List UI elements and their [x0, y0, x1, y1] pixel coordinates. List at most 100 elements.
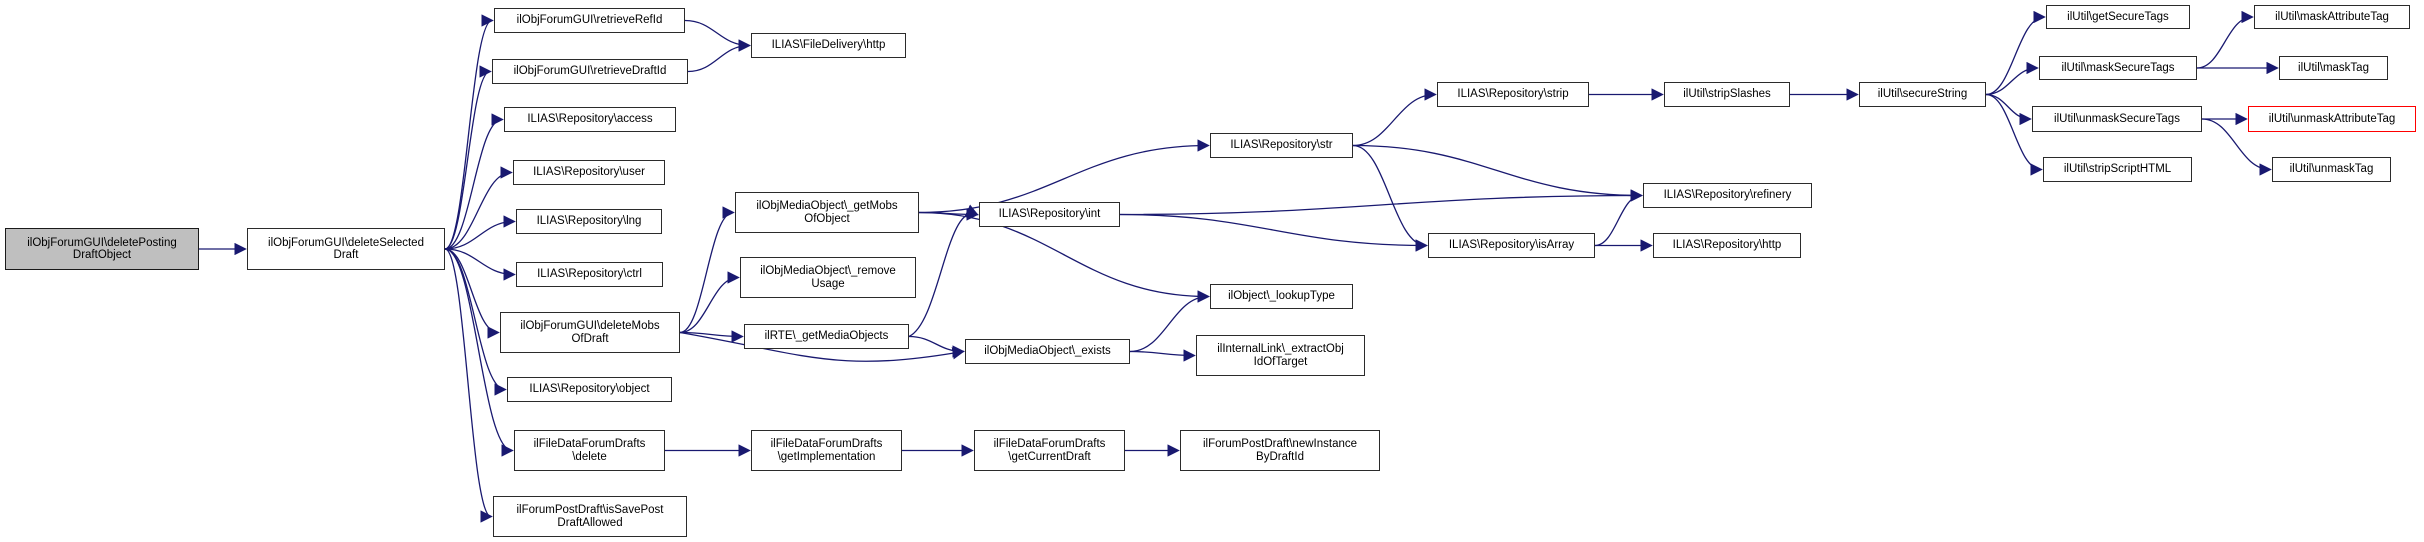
- node-label: ilUtil\unmaskTag: [2289, 163, 2374, 176]
- node-unmaskTag[interactable]: ilUtil\unmaskTag: [2272, 157, 2391, 182]
- node-repoLng[interactable]: ILIAS\Repository\lng: [516, 209, 662, 234]
- node-label: ILIAS\Repository\refinery: [1663, 189, 1792, 202]
- node-label: ilFileDataForumDrafts: [993, 438, 1106, 450]
- node-mobExists[interactable]: ilObjMediaObject\_exists: [965, 339, 1130, 364]
- node-label: OfDraft: [571, 332, 609, 345]
- node-secureString[interactable]: ilUtil\secureString: [1859, 82, 1986, 107]
- node-getCurrentDraft[interactable]: ilFileDataForumDrafts\getCurrentDraft: [974, 430, 1125, 471]
- edge-repoStr-to-repoRefinery: [1352, 144, 1643, 202]
- node-maskTag[interactable]: ilUtil\maskTag: [2279, 56, 2388, 80]
- edge-deleteSelectedDraft-to-deleteMobsOfDraft: [444, 248, 500, 339]
- node-label: ilObjMediaObject\_exists: [984, 345, 1111, 358]
- node-label: ILIAS\Repository\isArray: [1448, 239, 1575, 252]
- node-label: ilUtil\stripScriptHTML: [2063, 163, 2172, 176]
- edge-retrieveDraftId-to-fileDeliveryHttp: [687, 39, 751, 73]
- node-label: ILIAS\Repository\user: [533, 166, 645, 179]
- edge-getMediaObjects-to-mobExists: [908, 335, 965, 358]
- node-label: ILIAS\FileDelivery\http: [771, 39, 886, 52]
- node-stripScriptHTML[interactable]: ilUtil\stripScriptHTML: [2043, 157, 2192, 182]
- node-label: ByDraftId: [1256, 450, 1304, 463]
- node-repoCtrl[interactable]: ILIAS\Repository\ctrl: [516, 262, 663, 287]
- edge-deleteMobsOfDraft-to-mobExists: [679, 331, 965, 362]
- node-label: ilObjForumGUI\deleteMobs: [520, 320, 660, 332]
- edge-deleteSelectedDraft-to-retrieveDraftId: [444, 65, 492, 250]
- edge-deleteSelectedDraft-to-repoAccess: [444, 113, 504, 250]
- node-getImplementation[interactable]: ilFileDataForumDrafts\getImplementation: [751, 430, 902, 471]
- node-stripSlashes[interactable]: ilUtil\stripSlashes: [1664, 82, 1790, 107]
- edge-deleteMobsOfDraft-to-getMediaObjects: [679, 330, 744, 343]
- node-label: ilUtil\maskTag: [2298, 61, 2369, 74]
- node-repoStrip[interactable]: ILIAS\Repository\strip: [1437, 82, 1589, 107]
- edge-mobExists-to-lookupType: [1129, 290, 1210, 353]
- node-retrieveDraftId[interactable]: ilObjForumGUI\retrieveDraftId: [492, 59, 688, 84]
- node-label: ILIAS\Repository\str: [1230, 139, 1333, 152]
- node-repoStr[interactable]: ILIAS\Repository\str: [1210, 133, 1353, 158]
- node-label: ilObjForumGUI\deleteSelected: [268, 236, 424, 249]
- node-label: ilForumPostDraft\isSavePost: [516, 504, 664, 516]
- edge-retrieveRefId-to-fileDeliveryHttp: [684, 19, 751, 52]
- node-label: ILIAS\Repository\access: [527, 113, 653, 126]
- edge-repoInt-to-repoRefinery: [1119, 189, 1643, 216]
- node-label: \getCurrentDraft: [1008, 450, 1091, 463]
- node-repoHttp[interactable]: ILIAS\Repository\http: [1653, 233, 1801, 258]
- node-label: DraftObject: [72, 249, 132, 261]
- node-label: Draft: [333, 249, 359, 261]
- node-fileDeliveryHttp[interactable]: ILIAS\FileDelivery\http: [751, 33, 906, 58]
- node-label: ILIAS\Repository\object: [529, 383, 650, 396]
- node-label: \getImplementation: [777, 450, 876, 463]
- edge-deleteSelectedDraft-to-fddDelete: [444, 248, 514, 457]
- node-repoInt[interactable]: ILIAS\Repository\int: [979, 202, 1120, 227]
- edge-deleteSelectedDraft-to-retrieveRefId: [444, 14, 494, 250]
- node-label: IdOfTarget: [1253, 355, 1308, 368]
- node-getMediaObjects[interactable]: ilRTE\_getMediaObjects: [744, 324, 909, 349]
- node-label: ilInternalLink\_extractObj: [1217, 343, 1344, 355]
- node-label: Usage: [811, 277, 845, 290]
- node-repoIsArray[interactable]: ILIAS\Repository\isArray: [1428, 233, 1595, 258]
- node-lookupType[interactable]: ilObject\_lookupType: [1210, 284, 1353, 309]
- node-fddDelete[interactable]: ilFileDataForumDrafts\delete: [514, 430, 665, 471]
- node-maskSecureTags[interactable]: ilUtil\maskSecureTags: [2039, 56, 2197, 80]
- edge-repoIsArray-to-repoRefinery: [1594, 189, 1643, 247]
- node-getSecureTags[interactable]: ilUtil\getSecureTags: [2046, 5, 2190, 29]
- node-label: ilObjMediaObject\_remove: [760, 265, 896, 277]
- node-repoAccess[interactable]: ILIAS\Repository\access: [504, 107, 676, 132]
- node-repoUser[interactable]: ILIAS\Repository\user: [513, 160, 665, 185]
- node-unmaskAttributeTag[interactable]: ilUtil\unmaskAttributeTag: [2248, 106, 2416, 132]
- node-unmaskSecureTags[interactable]: ilUtil\unmaskSecureTags: [2032, 106, 2202, 132]
- node-label: ilUtil\unmaskAttributeTag: [2268, 112, 2396, 125]
- node-label: ilObjMediaObject\_getMobs: [756, 200, 898, 212]
- edge-secureString-to-unmaskSecureTags: [1985, 93, 2032, 126]
- edge-repoStr-to-repoIsArray: [1352, 144, 1428, 252]
- node-label: ILIAS\Repository\lng: [536, 215, 642, 228]
- node-repoObject[interactable]: ILIAS\Repository\object: [507, 377, 672, 402]
- edge-deleteMobsOfDraft-to-removeUsage: [679, 271, 740, 334]
- edge-deleteSelectedDraft-to-repoCtrl: [444, 248, 516, 281]
- node-maskAttributeTag[interactable]: ilUtil\maskAttributeTag: [2254, 5, 2410, 29]
- node-label: ilRTE\_getMediaObjects: [764, 330, 889, 343]
- edge-deleteSelectedDraft-to-isSavePostDraftAllowed: [444, 248, 493, 523]
- node-label: ilFileDataForumDrafts: [770, 438, 883, 450]
- edge-maskSecureTags-to-maskAttributeTag: [2196, 10, 2254, 69]
- node-label: OfObject: [804, 212, 850, 225]
- node-label: ilForumPostDraft\newInstance: [1202, 438, 1358, 450]
- edge-repoInt-to-repoIsArray: [1119, 213, 1428, 252]
- node-repoRefinery[interactable]: ILIAS\Repository\refinery: [1643, 183, 1812, 208]
- node-retrieveRefId[interactable]: ilObjForumGUI\retrieveRefId: [494, 8, 685, 33]
- edge-deleteSelectedDraft-to-repoUser: [444, 166, 513, 250]
- node-label: ILIAS\Repository\strip: [1457, 88, 1569, 101]
- node-label: ilFileDataForumDrafts: [533, 438, 646, 450]
- node-label: ilUtil\maskAttributeTag: [2275, 10, 2389, 23]
- node-label: ilUtil\stripSlashes: [1683, 88, 1771, 101]
- node-label: ilObjForumGUI\retrieveRefId: [516, 14, 663, 27]
- edge-secureString-to-getSecureTags: [1985, 10, 2046, 96]
- node-label: \delete: [572, 450, 607, 463]
